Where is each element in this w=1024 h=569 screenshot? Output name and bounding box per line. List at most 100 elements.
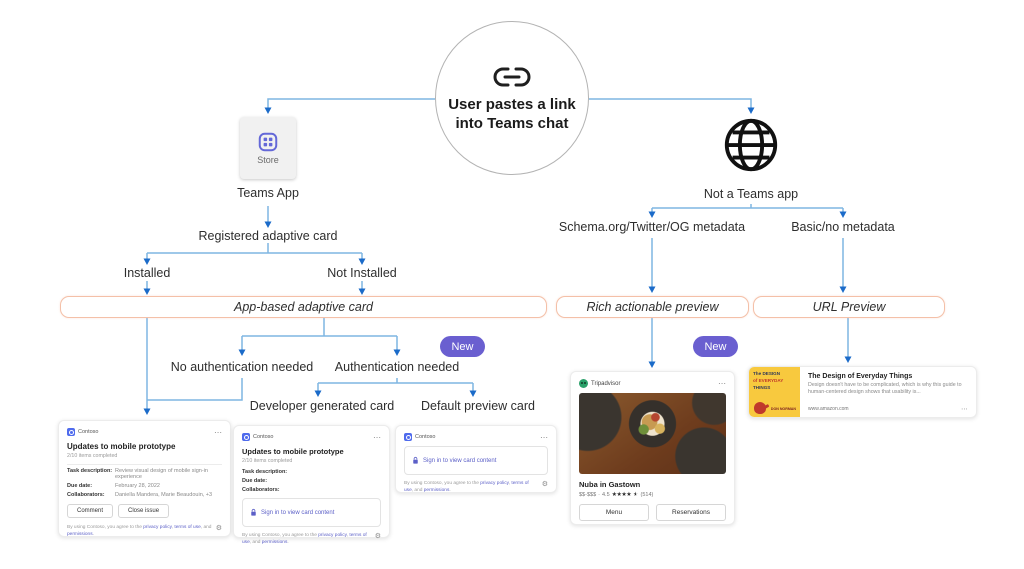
field-row-task: Task description: Review visual design o… [67, 468, 222, 480]
schema-metadata-label: Schema.org/Twitter/OG metadata [558, 220, 746, 234]
card-footer-text: By using Contoso, you agree to the priva… [404, 481, 529, 493]
amazon-url-preview-card: The DESIGN of EVERYDAY THINGS DON NORMAN… [748, 366, 977, 418]
contoso-app-name: Contoso [78, 429, 99, 435]
contoso-developer-signin-card: Contoso ⋯ Updates to mobile prototype 2/… [233, 425, 390, 545]
contoso-logo-icon [404, 433, 412, 441]
url-preview-box: URL Preview [753, 296, 945, 318]
privacy-policy-link[interactable]: privacy policy [143, 525, 172, 530]
menu-button[interactable]: Menu [579, 504, 649, 521]
rich-actionable-preview-box: Rich actionable preview [556, 296, 749, 318]
developer-generated-card-label: Developer generated card [249, 399, 395, 413]
gear-icon[interactable]: ⚙ [541, 480, 548, 488]
divider [67, 464, 222, 465]
contoso-app-name: Contoso [415, 434, 436, 440]
reservations-button[interactable]: Reservations [656, 504, 726, 521]
book-author: DON NORMAN [770, 407, 796, 411]
start-text-line2: into Teams chat [455, 114, 569, 132]
field-label: Collaborators: [242, 487, 280, 493]
field-label: Due date: [67, 483, 93, 489]
tripadvisor-app-name: Tripadvisor [591, 380, 621, 387]
field-label: Due date: [242, 478, 268, 484]
card-footer-text: By using Contoso, you agree to the priva… [67, 525, 212, 537]
close-issue-button[interactable]: Close issue [118, 504, 170, 518]
field-value: Daniella Mandera, Marie Beaudouin, +3 [115, 492, 213, 498]
star-rating-icon: ★★★★ [611, 491, 632, 498]
link-title[interactable]: The Design of Everyday Things [808, 373, 913, 380]
field-row-due: Due date: February 28, 2022 [67, 483, 222, 489]
gear-icon[interactable]: ⚙ [215, 524, 222, 532]
start-text-line1: User pastes a link [448, 95, 576, 113]
contoso-logo-icon [242, 433, 250, 441]
book-cover-image: The DESIGN of EVERYDAY THINGS DON NORMAN [749, 367, 800, 417]
permissions-link[interactable]: permissions [261, 539, 288, 545]
card-subtitle: 2/10 items completed [67, 453, 118, 459]
card-menu-icon[interactable]: ⋯ [718, 379, 726, 388]
restaurant-photo [579, 393, 726, 474]
terms-of-use-link[interactable]: terms of use [174, 525, 201, 530]
start-node: User pastes a link into Teams chat [435, 21, 589, 175]
link-description: Design doesn't have to be complicated, w… [808, 382, 962, 396]
tripadvisor-logo-icon [579, 379, 588, 388]
app-based-adaptive-card-box: App-based adaptive card [60, 296, 547, 318]
card-menu-icon[interactable]: ⋯ [540, 432, 548, 442]
signin-text: Sign in to view card content [423, 457, 497, 464]
basic-metadata-label: Basic/no metadata [791, 220, 895, 234]
store-icon [258, 132, 278, 152]
rating-row: $$-$$$ · 4.5 ★★★★★ (514) [579, 491, 654, 498]
review-count: (514) [640, 491, 654, 498]
terms-of-use-link[interactable]: terms of use [242, 533, 367, 545]
field-value: Review visual design of mobile sign-in e… [115, 468, 208, 480]
field-label: Collaborators: [67, 492, 105, 498]
installed-label: Installed [123, 266, 171, 280]
card-title: Updates to mobile prototype [67, 442, 176, 451]
terms-of-use-link[interactable]: terms of use [404, 481, 529, 493]
privacy-policy-link[interactable]: privacy policy [318, 533, 347, 538]
signin-text: Sign in to view card content [261, 509, 335, 516]
new-badge-right: New [693, 336, 738, 357]
card-menu-icon[interactable]: ⋯ [214, 427, 222, 437]
comment-button[interactable]: Comment [67, 504, 114, 518]
card-title: Updates to mobile prototype [242, 447, 344, 456]
half-star-icon: ★ [633, 491, 639, 498]
link-icon [493, 67, 531, 86]
new-badge-left: New [440, 336, 485, 357]
card-menu-icon[interactable]: ⋯ [373, 432, 381, 442]
store-label: Store [257, 155, 279, 165]
book-cover-line3: THINGS [753, 384, 771, 390]
card-menu-icon[interactable]: ⋯ [961, 405, 968, 413]
book-cover-line2: of EVERYDAY [753, 377, 784, 383]
teams-store-node: Store [240, 117, 296, 179]
book-cover-line1: The DESIGN [753, 371, 781, 376]
globe-icon [724, 118, 778, 172]
teapot-illustration [754, 402, 766, 414]
field-label: Task description: [67, 468, 113, 474]
price-range: $$-$$$ [579, 491, 597, 498]
field-row-collaborators: Collaborators: Daniella Mandera, Marie B… [67, 492, 222, 498]
field-label: Task description: [242, 469, 288, 475]
signin-box[interactable]: Sign in to view card content [404, 446, 548, 475]
contoso-logo-icon [67, 428, 75, 436]
card-footer-text: By using Contoso, you agree to the priva… [242, 533, 367, 545]
lock-icon [251, 508, 256, 516]
tripadvisor-preview-card: Tripadvisor ⋯ Nuba in Gastown $$-$$$ · 4… [570, 371, 735, 525]
no-auth-label: No authentication needed [170, 360, 314, 374]
rating-value: 4.5 [601, 491, 610, 498]
permissions-link[interactable]: permissions [423, 487, 450, 493]
permissions-link[interactable]: permissions [67, 531, 93, 537]
card-subtitle: 2/10 items completed [242, 458, 293, 464]
lock-icon [413, 456, 418, 464]
field-value: February 28, 2022 [115, 483, 160, 489]
contoso-default-signin-card: Contoso ⋯ Sign in to view card content B… [395, 425, 557, 493]
default-preview-card-label: Default preview card [421, 399, 535, 413]
not-teams-app-label: Not a Teams app [703, 187, 799, 201]
gear-icon[interactable]: ⚙ [374, 532, 381, 540]
signin-box[interactable]: Sign in to view card content [242, 498, 381, 527]
not-installed-label: Not Installed [327, 266, 397, 280]
auth-label: Authentication needed [334, 360, 460, 374]
privacy-policy-link[interactable]: privacy policy [480, 481, 509, 486]
link-url[interactable]: www.amazon.com [808, 406, 849, 412]
teams-app-label: Teams App [237, 186, 299, 200]
restaurant-name: Nuba in Gastown [579, 480, 641, 489]
contoso-full-card: Contoso ⋯ Updates to mobile prototype 2/… [58, 420, 231, 537]
